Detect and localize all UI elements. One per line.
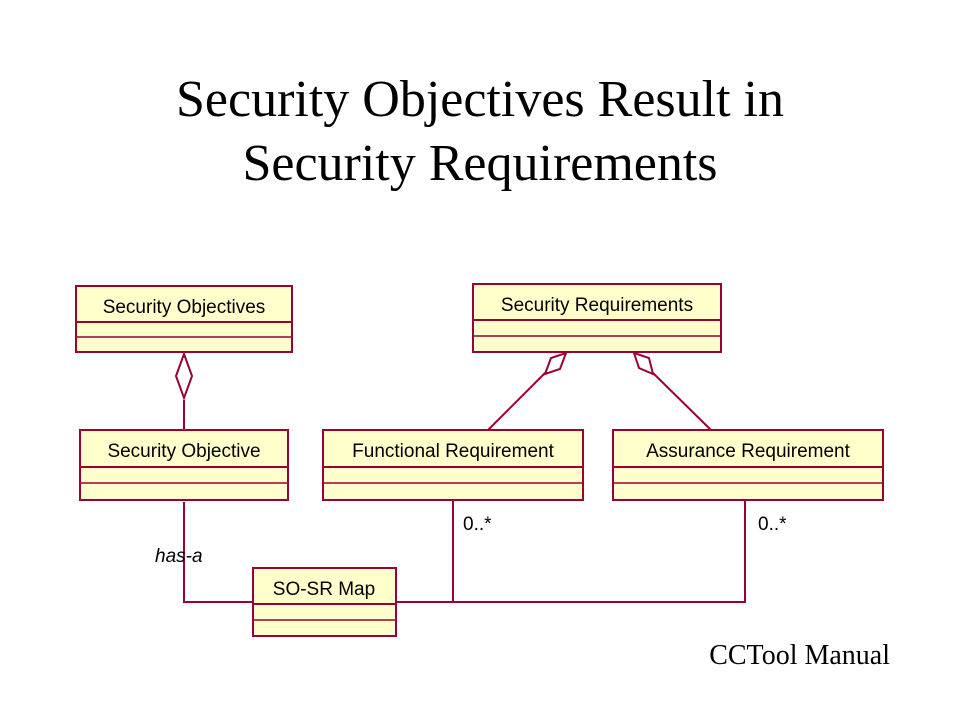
- class-functional-requirement: Functional Requirement: [322, 429, 584, 501]
- multiplicity-functional: 0..*: [463, 514, 492, 535]
- multiplicity-assurance: 0..*: [758, 514, 787, 535]
- slide-title-line-2: Security Requirements: [242, 135, 718, 192]
- class-label-assurance-requirement: Assurance Requirement: [646, 441, 851, 462]
- class-assurance-requirement: Assurance Requirement: [612, 429, 884, 501]
- association-has-a: [183, 502, 253, 603]
- slide-title: Security Objectives Result in Security R…: [0, 68, 960, 196]
- class-label-functional-requirement: Functional Requirement: [352, 441, 554, 462]
- aggregation-line-assurance: [652, 372, 712, 431]
- class-label-so-sr-map: SO-SR Map: [273, 579, 375, 600]
- aggregation-diamond-objectives: [174, 351, 194, 401]
- class-security-objectives: Security Objectives: [75, 285, 293, 353]
- source-credit: CCTool Manual: [709, 640, 890, 671]
- connectors: [174, 351, 746, 603]
- class-label-security-objective: Security Objective: [107, 441, 260, 462]
- class-security-requirements: Security Requirements: [472, 283, 722, 353]
- aggregation-line-functional: [487, 372, 546, 431]
- slide-title-line-1: Security Objectives Result in: [175, 71, 784, 128]
- class-label-security-requirements: Security Requirements: [501, 295, 693, 316]
- class-so-sr-map: SO-SR Map: [252, 567, 397, 637]
- association-assurance: [396, 500, 746, 603]
- aggregation-diamond-functional: [543, 351, 568, 376]
- class-label-security-objectives: Security Objectives: [103, 297, 266, 318]
- aggregation-diamond-assurance: [632, 351, 655, 376]
- role-label-has-a: has-a: [155, 546, 203, 567]
- class-security-objective: Security Objective: [79, 429, 289, 501]
